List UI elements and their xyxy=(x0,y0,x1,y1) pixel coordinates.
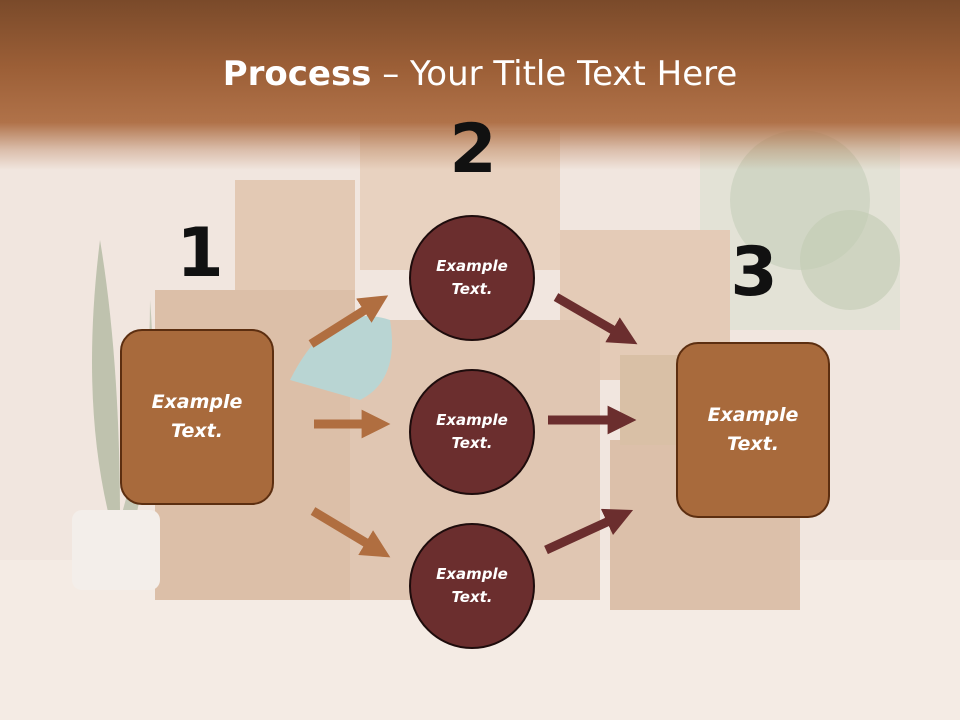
arrow-from-circle-bottom xyxy=(544,508,634,555)
circle-middle: Example Text. xyxy=(409,369,535,495)
title-rest: – Your Title Text Here xyxy=(371,54,738,94)
circle-bottom: Example Text. xyxy=(409,523,535,649)
left-box: Example Text. xyxy=(120,329,274,505)
page-title: Process – Your Title Text Here xyxy=(0,52,960,96)
circle-top: Example Text. xyxy=(409,215,535,341)
step-number-3: 3 xyxy=(730,233,778,312)
step-number-1: 1 xyxy=(176,214,224,293)
arrow-to-circle-bottom xyxy=(310,507,391,558)
step-number-2: 2 xyxy=(449,110,497,189)
right-box: Example Text. xyxy=(676,342,830,518)
title-bold: Process xyxy=(222,54,372,94)
arrow-to-circle-top xyxy=(308,295,389,348)
title-band xyxy=(0,0,960,170)
arrow-from-circle-top xyxy=(553,293,638,345)
